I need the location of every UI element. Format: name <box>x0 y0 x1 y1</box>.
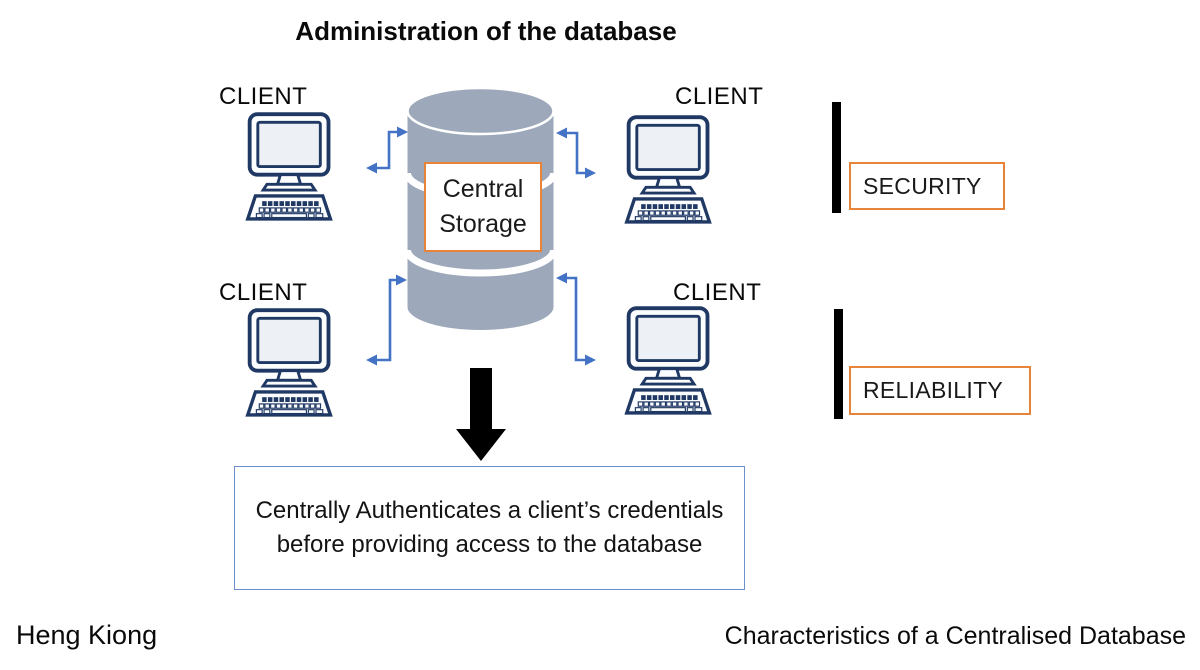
security-box: SECURITY <box>849 162 1005 210</box>
summary-box: Centrally Authenticates a client’s crede… <box>234 466 745 590</box>
connector-top-left <box>366 126 408 174</box>
central-storage-box: Central Storage <box>424 162 542 252</box>
reliability-box: RELIABILITY <box>849 366 1031 415</box>
client-label-bottom-right: CLIENT <box>673 279 762 306</box>
client-computer-icon-bottom-left <box>245 308 333 417</box>
client-computer-icon-top-left <box>245 112 333 221</box>
summary-text: Centrally Authenticates a client’s crede… <box>255 496 724 558</box>
reliability-label: RELIABILITY <box>863 377 1004 403</box>
connector-bottom-right <box>556 272 596 366</box>
footer-caption: Characteristics of a Centralised Databas… <box>724 622 1186 650</box>
client-label-top-left: CLIENT <box>219 83 308 110</box>
reliability-bar <box>834 309 843 419</box>
connector-bottom-left <box>366 274 407 366</box>
down-arrow-icon <box>456 368 506 461</box>
client-label-bottom-left: CLIENT <box>219 279 308 306</box>
footer-author: Heng Kiong <box>16 620 158 650</box>
central-storage-label: Central Storage <box>439 174 527 239</box>
client-computer-icon-top-right <box>624 115 712 224</box>
security-label: SECURITY <box>863 172 982 199</box>
client-computer-icon-bottom-right <box>624 306 712 415</box>
connector-top-right <box>556 127 596 179</box>
page-title: Administration of the database <box>295 16 677 46</box>
client-label-top-right: CLIENT <box>675 83 764 110</box>
security-bar <box>832 102 841 213</box>
